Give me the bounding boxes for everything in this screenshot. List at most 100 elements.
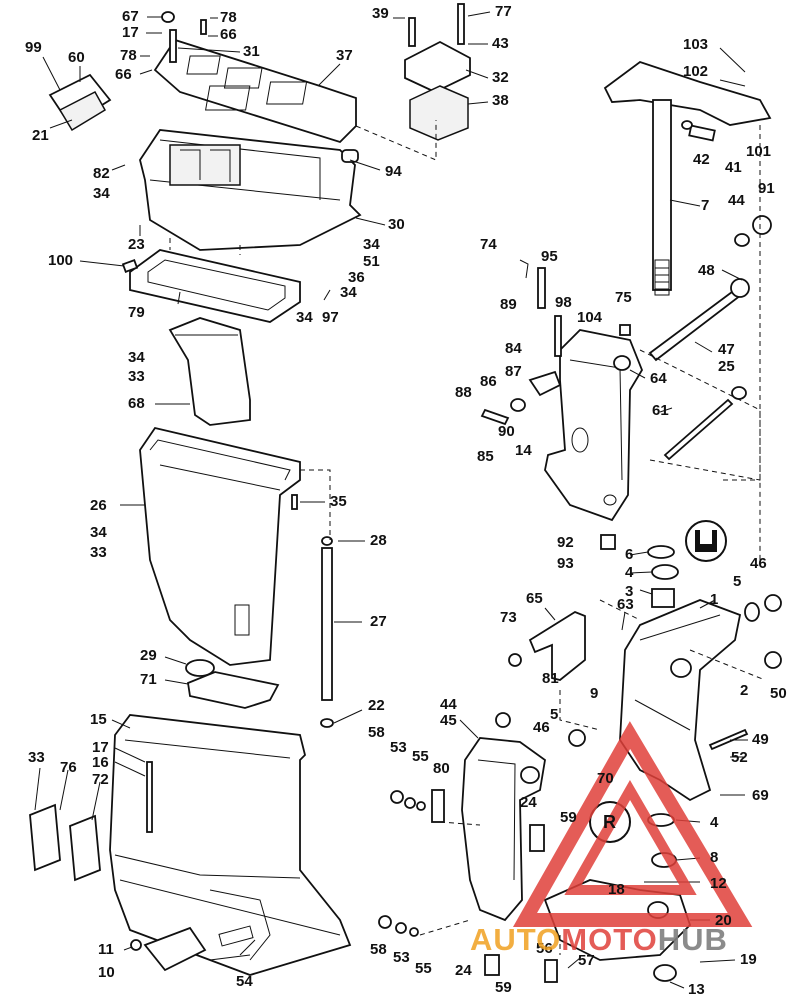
callout-61: 61 xyxy=(652,402,669,419)
callout-85: 85 xyxy=(477,448,494,465)
leader-lines xyxy=(34,11,748,989)
callout-36: 36 xyxy=(348,269,365,286)
callout-89: 89 xyxy=(500,296,517,313)
callout-37: 37 xyxy=(336,47,353,64)
callout-100: 100 xyxy=(48,252,74,269)
callout-81: 81 xyxy=(542,670,559,687)
callout-21: 21 xyxy=(32,127,49,144)
callout-53: 53 xyxy=(390,739,407,756)
callout-31: 31 xyxy=(243,43,260,60)
callout-71: 71 xyxy=(140,671,157,688)
callout-66: 66 xyxy=(220,26,237,43)
watermark-auto: AUTO xyxy=(470,922,562,957)
callout-103: 103 xyxy=(683,36,709,53)
callout-4: 4 xyxy=(625,564,634,581)
callout-93: 93 xyxy=(557,555,574,572)
callout-34: 34 xyxy=(340,284,357,301)
exhaust-housing xyxy=(139,426,301,666)
callout-66: 66 xyxy=(115,66,132,83)
callout-17: 17 xyxy=(122,24,139,41)
callout-48: 48 xyxy=(698,262,715,279)
callout-92: 92 xyxy=(557,534,574,551)
callout-19: 19 xyxy=(740,951,757,968)
callout-30: 30 xyxy=(388,216,405,233)
callout-38: 38 xyxy=(492,92,509,109)
callout-94: 94 xyxy=(385,163,402,180)
callout-45: 45 xyxy=(440,712,457,729)
callout-73: 73 xyxy=(500,609,517,626)
callout-18: 18 xyxy=(608,881,625,898)
callout-5: 5 xyxy=(550,706,559,723)
callout-29: 29 xyxy=(140,647,157,664)
callout-1: 1 xyxy=(710,591,719,608)
callout-56: 56 xyxy=(536,940,553,957)
callout-33: 33 xyxy=(128,368,145,385)
callout-17: 17 xyxy=(92,739,109,756)
exhaust-cover-plate xyxy=(153,38,357,144)
swivel-bracket xyxy=(544,329,644,522)
callout-77: 77 xyxy=(495,3,512,20)
callout-16: 16 xyxy=(92,754,109,771)
callout-5: 5 xyxy=(733,573,742,590)
callout-75: 75 xyxy=(615,289,632,306)
callout-7: 7 xyxy=(701,197,710,214)
callout-44: 44 xyxy=(440,696,457,713)
callout-91: 91 xyxy=(758,180,775,197)
callout-26: 26 xyxy=(90,497,107,514)
dashed-alignment-lines xyxy=(169,120,766,955)
callout-33: 33 xyxy=(28,749,45,766)
grease-fitting-icon xyxy=(685,520,727,562)
callout-86: 86 xyxy=(480,373,497,390)
callout-44: 44 xyxy=(728,192,745,209)
watermark-logo: AUTOMOTOHUB xyxy=(470,924,728,956)
callout-54: 54 xyxy=(236,973,253,990)
callout-74: 74 xyxy=(480,236,497,253)
callout-14: 14 xyxy=(515,442,532,459)
callout-104: 104 xyxy=(577,309,603,326)
callout-69: 69 xyxy=(752,787,769,804)
drive-shaft xyxy=(321,547,333,701)
callout-10: 10 xyxy=(98,964,115,981)
gasket-79 xyxy=(129,249,301,323)
callout-20: 20 xyxy=(715,912,732,929)
callout-41: 41 xyxy=(725,159,742,176)
callout-34: 34 xyxy=(90,524,107,541)
callout-102: 102 xyxy=(683,63,709,80)
lower-housing xyxy=(109,714,352,976)
solenoid-38 xyxy=(409,85,469,141)
callout-2: 2 xyxy=(740,682,749,699)
callout-9: 9 xyxy=(590,685,599,702)
watermark-triangle xyxy=(512,721,753,927)
adapter-housing xyxy=(139,129,362,251)
callout-52: 52 xyxy=(731,749,748,766)
callout-67: 67 xyxy=(122,8,139,25)
callout-63: 63 xyxy=(617,596,634,613)
callout-98: 98 xyxy=(555,294,572,311)
callout-88: 88 xyxy=(455,384,472,401)
callout-60: 60 xyxy=(68,49,85,66)
callout-3: 3 xyxy=(625,583,634,600)
stern-bracket-left xyxy=(461,737,546,922)
callout-95: 95 xyxy=(541,248,558,265)
callout-8: 8 xyxy=(710,849,719,866)
stern-bracket-right xyxy=(619,599,742,802)
callout-25: 25 xyxy=(718,358,735,375)
callout-55: 55 xyxy=(415,960,432,977)
seal-71 xyxy=(187,671,280,709)
callout-35: 35 xyxy=(330,493,347,510)
callout-78: 78 xyxy=(220,9,237,26)
callout-78: 78 xyxy=(120,47,137,64)
mount-bracket xyxy=(404,40,471,93)
callout-46: 46 xyxy=(750,555,767,572)
lever-84 xyxy=(528,370,562,397)
callout-65: 65 xyxy=(526,590,543,607)
callout-58: 58 xyxy=(370,941,387,958)
callout-55: 55 xyxy=(412,748,429,765)
callout-4: 4 xyxy=(710,814,719,831)
callout-82: 82 xyxy=(93,165,110,182)
callout-90: 90 xyxy=(498,423,515,440)
callout-57: 57 xyxy=(578,952,595,969)
callout-64: 64 xyxy=(650,370,667,387)
callout-6: 6 xyxy=(625,546,634,563)
